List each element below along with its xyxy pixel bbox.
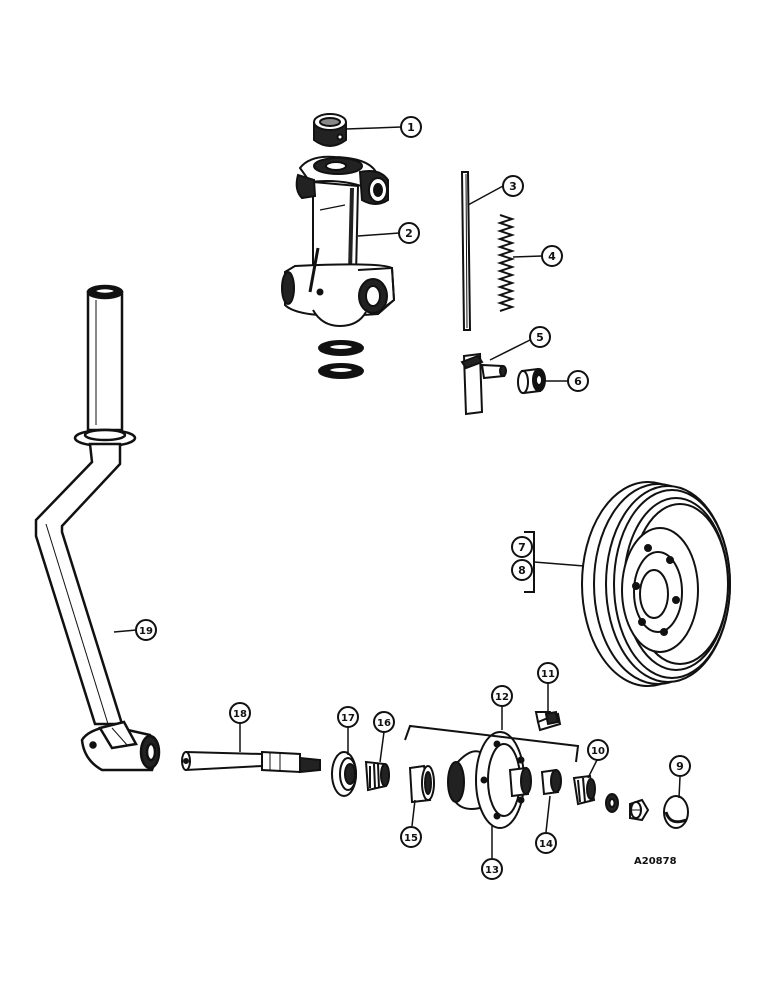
svg-text:14: 14 [539,839,553,850]
spindle-shaft-part-18 [181,750,321,774]
svg-text:18: 18 [233,709,247,720]
callout-2: 2 [398,222,420,244]
svg-text:13: 13 [485,865,499,876]
svg-text:15: 15 [404,833,418,844]
hub-part-13 [447,731,532,829]
washer-small [605,793,619,813]
callout-1: 1 [400,116,422,138]
callout-9: 9 [669,755,691,777]
callout-10: 10 [587,739,609,761]
svg-text:8: 8 [518,564,526,577]
callout-3: 3 [502,175,524,197]
lever-part-5 [460,352,507,416]
callout-12: 12 [491,685,513,707]
bearing-cone-part-16 [364,760,390,792]
svg-text:16: 16 [377,718,391,729]
callout-4: 4 [541,245,563,267]
callout-15: 15 [400,826,422,848]
callout-16: 16 [373,711,395,733]
group-bracket-12 [404,724,580,763]
spring-part-4 [496,214,516,312]
svg-text:3: 3 [509,180,517,193]
leader-lines [113,126,681,858]
svg-text:10: 10 [591,746,605,757]
bushing-part-6 [517,367,546,395]
svg-text:9: 9 [676,760,684,773]
washer-upper [318,340,364,356]
bolt-part-11 [534,710,562,732]
callout-7: 7 [511,536,533,558]
callout-14: 14 [535,832,557,854]
bearing-cup-part-14 [540,768,562,796]
collar-part-1 [313,113,347,147]
wheel-rim-part-7-8 [581,481,731,687]
svg-text:2: 2 [405,227,413,240]
svg-text:19: 19 [139,626,153,637]
swing-arm-part-19 [34,284,161,772]
svg-text:17: 17 [341,713,355,724]
svg-text:7: 7 [518,541,526,554]
callout-17: 17 [337,706,359,728]
callout-18: 18 [229,702,251,724]
svg-text:1: 1 [407,121,415,134]
seal-part-17 [331,751,357,797]
callout-8: 8 [511,559,533,581]
bearing-cone-part-10 [572,774,596,806]
washer-lower [318,363,364,379]
svg-text:4: 4 [548,250,556,263]
callout-5: 5 [529,326,551,348]
castle-nut [629,798,650,822]
spindle-housing-part-2 [281,155,396,328]
bearing-cup-part-15 [408,764,435,804]
svg-text:12: 12 [495,692,509,703]
callout-19: 19 [135,619,157,641]
svg-text:5: 5 [536,331,544,344]
callout-6: 6 [567,370,589,392]
callout-13: 13 [481,858,503,880]
callout-11: 11 [537,662,559,684]
figure-code: A20878 [634,856,677,867]
svg-text:6: 6 [574,375,582,388]
svg-text:11: 11 [541,669,555,680]
dust-cap-part-9 [663,795,689,829]
rod-part-3 [460,171,472,331]
